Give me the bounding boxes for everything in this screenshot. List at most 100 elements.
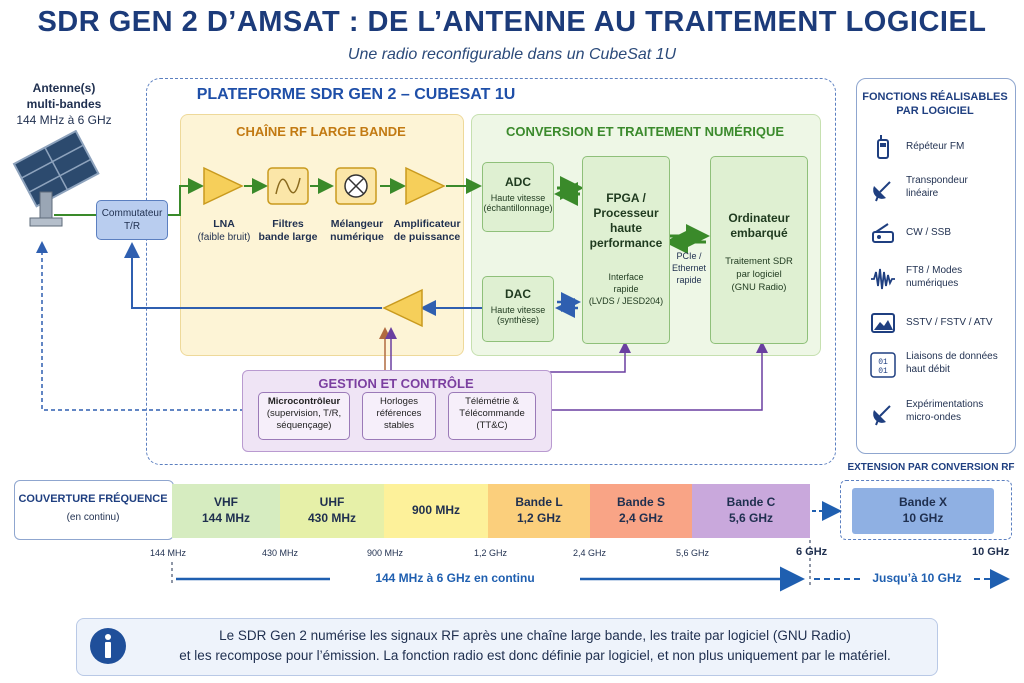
function-label: Répéteur FM [906,141,965,152]
coverage-subtitle: (en continu) [66,512,120,523]
clock-line3: stables [383,420,415,431]
tick-label: 2,4 GHz [573,548,607,558]
pa-line2: de puissance [393,231,461,243]
tick-label: 10 GHz [972,546,1010,558]
band-name: UHF [319,495,345,509]
fpga-title-2: Processeur [593,206,659,220]
coverage-label-box [14,480,174,540]
tick-label: 5,6 GHz [676,548,710,558]
function-item: Répéteur FM [866,132,1011,162]
dac-line1: Haute vitesse [490,305,546,315]
tick-label: 144 MHz [150,548,187,558]
svg-text:01: 01 [878,358,888,367]
digital-title: CONVERSION ET TRAITEMENT NUMÉRIQUE [505,124,785,139]
ttc-line3: (TT&C) [476,420,508,431]
info-text: Le SDR Gen 2 numérise les signaux RF apr… [140,626,930,666]
control-title: GESTION ET CONTRÔLE [318,376,474,391]
adc-name: ADC [505,175,531,189]
micro-line1: Microcontrôleur [267,396,341,407]
dac-name: DAC [505,287,531,301]
function-sublabel: linéaire [906,188,939,199]
lna-label: LNA (faible bruit) [190,218,258,244]
ttc-line2: Télécommande [459,408,525,419]
dac-line2: (synthèse) [496,315,540,325]
ttc-line1: Télémétrie & [465,396,519,407]
computer-sub-3: (GNU Radio) [731,282,787,293]
antenna-label-line1: Antenne(s) [32,81,96,95]
tick-label: 6 GHz [796,546,828,558]
dish-icon [873,181,891,202]
fpga-block: FPGA / Processeur haute performance Inte… [582,156,670,344]
info-icon [90,628,126,664]
computer-title-2: embarqué [730,226,788,240]
computer-sub-1: Traitement SDR [725,256,793,267]
function-label: Transpondeur [906,175,968,186]
tick-label: 900 MHz [367,548,404,558]
rf-chain-title: CHAÎNE RF LARGE BANDE [236,124,406,139]
band-name: Bande S [616,495,665,509]
clock-line2: références [376,408,422,419]
adc-block: ADC Haute vitesse (échantillonnage) [482,162,554,232]
micro-line2: (supervision, T/R, [266,408,342,419]
function-label: Expérimentations [906,399,984,410]
tr-switch-line2: T/R [123,221,141,232]
info-line1: Le SDR Gen 2 numérise les signaux RF apr… [219,628,851,643]
function-label: CW / SSB [906,227,952,238]
adc-line1: Haute vitesse [490,193,546,203]
mixer-line2: numérique [330,231,384,243]
info-box [76,618,938,676]
fpga-title-4: performance [589,236,663,250]
platform-title: PLATEFORME SDR GEN 2 – CUBESAT 1U [196,86,516,103]
functions-title-1: FONCTIONS RÉALISABLES [862,91,1008,103]
function-sublabel: micro-ondes [906,412,962,423]
micro-line3: séquençage) [276,420,332,431]
band-name: 900 MHz [411,503,461,517]
onboard-computer-block: Ordinateur embarqué Traitement SDR par l… [710,156,808,344]
power-amplifier-icon [405,166,446,206]
tick-label: 1,2 GHz [474,548,508,558]
fpga-sub-3: (LVDS / JESD204) [588,296,664,306]
svg-text:01: 01 [878,367,888,376]
tick-label: 430 MHz [262,548,299,558]
band-freq: 1,2 GHz [516,511,561,525]
filter-icon [267,167,309,205]
tx-amplifier-icon [382,288,423,328]
function-item: SSTV / FSTV / ATV [866,308,1011,338]
band-uhf: UHF 430 MHz [280,484,384,538]
pcie-line1: PCIe / [676,251,702,261]
waveform-icon [871,268,895,290]
pa-label: Amplificateur de puissance [390,218,464,244]
fpga-sub-1: Interface [608,272,644,282]
band-freq: 144 MHz [201,511,251,525]
filters-line2: bande large [258,231,318,243]
lna-amplifier-icon [203,166,244,206]
lna-name: LNA [213,218,235,230]
ttc-block: Télémétrie & Télécommande (TT&C) [448,392,536,440]
clock-block: Horloges références stables [362,392,436,440]
computer-title-1: Ordinateur [728,211,790,225]
mixer-line1: Mélangeur [330,218,384,230]
functions-title: FONCTIONS RÉALISABLES PAR LOGICIEL [856,90,1014,118]
band-900: 900 MHz [384,484,488,538]
tr-switch-line1: Commutateur [101,208,163,219]
fpga-sub-2: rapide [613,284,639,294]
band-freq: 430 MHz [307,511,357,525]
computer-sub-2: par logiciel [736,269,782,280]
band-freq: 10 GHz [902,511,944,525]
mixer-label: Mélangeur numérique [322,218,392,244]
dac-block: DAC Haute vitesse (synthèse) [482,276,554,342]
fpga-title-3: haute [609,221,642,235]
extension-title: EXTENSION PAR CONVERSION RF [847,462,1015,473]
pcie-link-label: PCIe / Ethernet rapide [668,250,710,286]
sdr-platform-frame [146,78,836,465]
solar-antenna-icon [12,130,100,227]
antenna-label-line3: 144 MHz à 6 GHz [16,113,112,127]
function-sublabel: haut débit [906,364,950,375]
extension-range-label: Jusqu’à 10 GHz [862,571,972,585]
